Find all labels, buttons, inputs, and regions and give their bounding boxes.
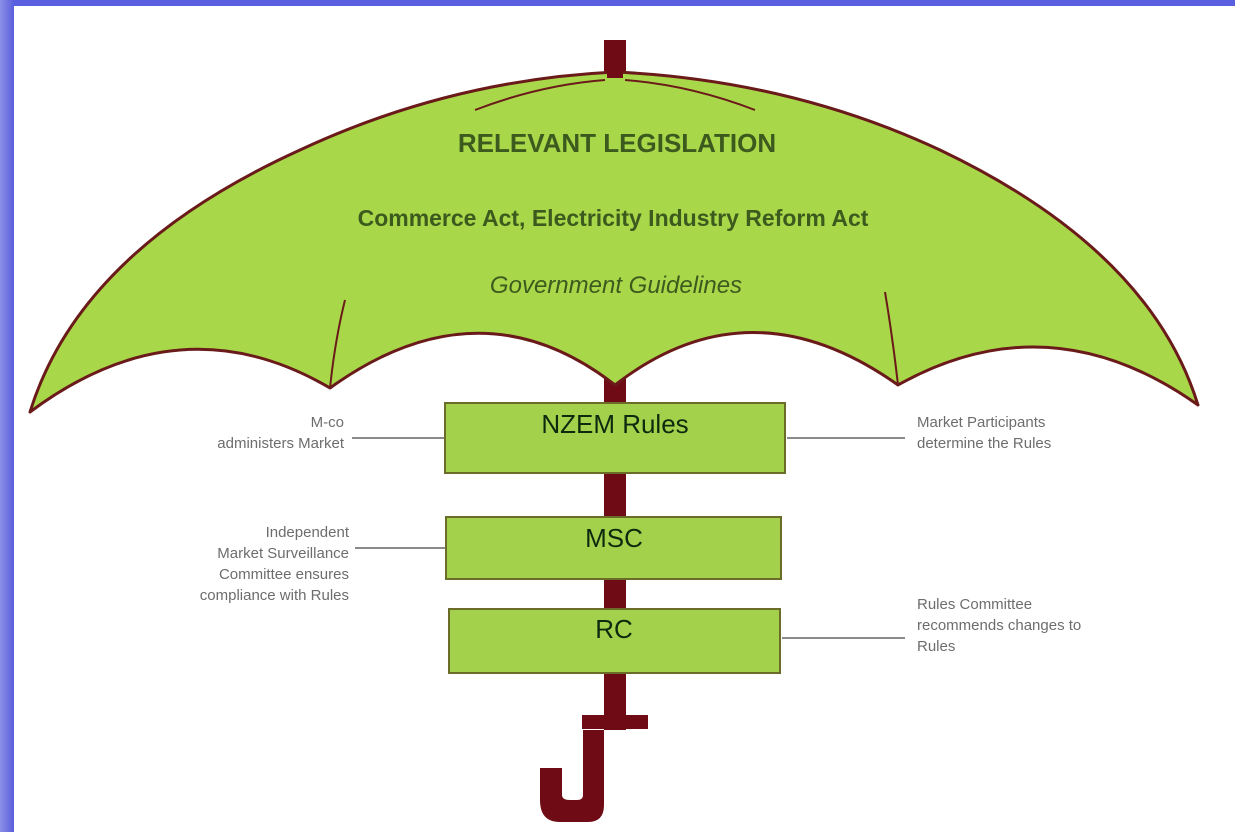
mco-note: M-co administers Market	[217, 412, 344, 454]
msc-box	[445, 516, 782, 580]
umbrella-tip	[607, 40, 623, 78]
rules-committee-note: Rules Committee recommends changes to Ru…	[917, 594, 1081, 657]
note-line: Committee ensures	[218, 566, 349, 583]
rc-box	[448, 608, 781, 674]
note-line: Market Participants	[917, 414, 1046, 431]
note-line: administers Market	[217, 435, 344, 452]
note-line: recommends changes to	[917, 617, 1082, 634]
note-line: Independent	[265, 524, 349, 541]
msc-label: MSC	[585, 523, 643, 553]
nzem-rules-label: NZEM Rules	[541, 409, 688, 439]
rc-label: RC	[595, 614, 633, 644]
umbrella-handle	[540, 730, 604, 822]
note-line: determine the Rules	[917, 435, 1052, 452]
surveillance-note: Independent Market Surveillance Committe…	[200, 522, 349, 606]
participants-note: Market Participants determine the Rules	[917, 412, 1051, 454]
canopy-rib	[884, 291, 899, 386]
nzem-rules-box	[444, 402, 786, 474]
canopy-rib	[329, 299, 346, 389]
government-guidelines: Government Guidelines	[490, 272, 742, 299]
canopy-rib	[474, 79, 606, 111]
note-line: Market Surveillance	[217, 545, 349, 562]
legislation-acts: Commerce Act, Electricity Industry Refor…	[358, 205, 869, 231]
slide-left-band	[0, 0, 14, 832]
umbrella-canopy	[28, 70, 1200, 414]
note-line: M-co	[310, 414, 344, 431]
canopy-rib	[624, 79, 756, 111]
note-line: Rules	[917, 638, 956, 655]
handle-crossbar	[582, 715, 648, 729]
note-line: compliance with Rules	[199, 587, 349, 604]
note-line: Rules Committee	[917, 596, 1033, 613]
legislation-title: RELEVANT LEGISLATION	[458, 128, 776, 158]
slide-top-band	[0, 0, 1235, 6]
